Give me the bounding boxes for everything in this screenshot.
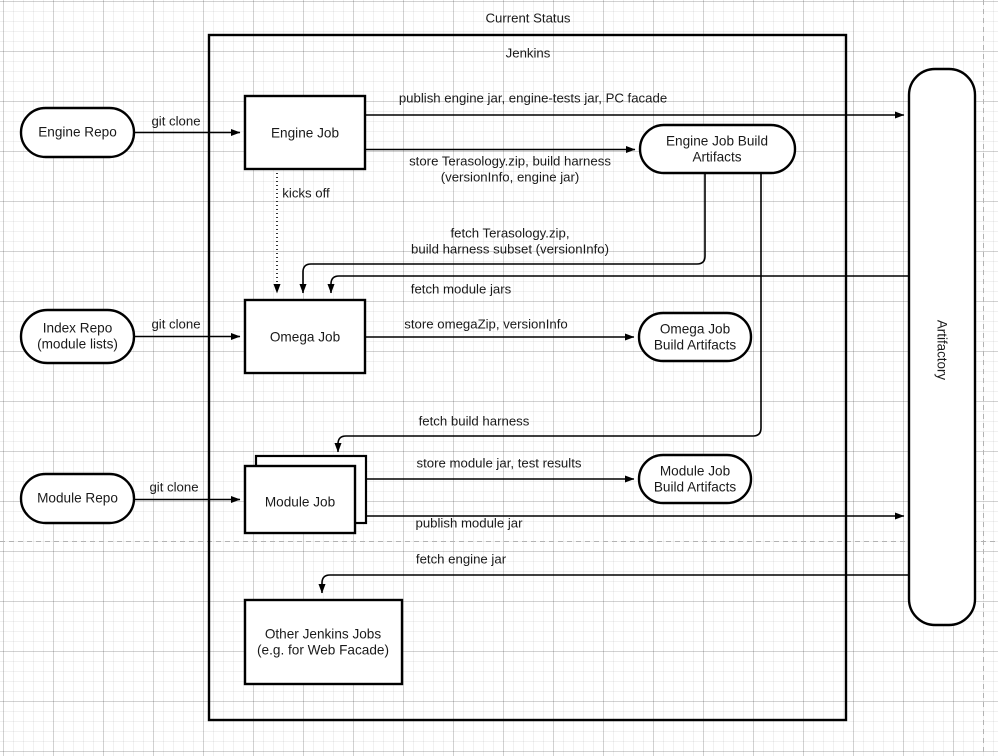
edge-fetch-engine-jar bbox=[318, 574, 909, 594]
module-job-shape[interactable] bbox=[243, 464, 357, 535]
edge-fetch-build-harness bbox=[334, 173, 762, 453]
artifactory-node-shape[interactable] bbox=[907, 67, 977, 627]
engine-job-build-artifacts-shape[interactable] bbox=[638, 123, 797, 175]
omega-job-shape[interactable] bbox=[243, 298, 367, 375]
engine-repo-shape[interactable] bbox=[19, 106, 136, 159]
other-jenkins-jobs-shape[interactable] bbox=[243, 598, 404, 686]
edge-fetch-module-jars bbox=[327, 275, 909, 294]
index-repo-shape[interactable] bbox=[19, 308, 136, 365]
engine-job-shape[interactable] bbox=[243, 94, 367, 171]
omega-job-build-artifacts-shape[interactable] bbox=[637, 311, 753, 363]
module-repo-shape[interactable] bbox=[19, 472, 136, 525]
module-job-build-artifacts-shape[interactable] bbox=[637, 453, 753, 505]
edge-fetch-terasology bbox=[299, 173, 706, 294]
jenkins-container-box bbox=[207, 33, 848, 722]
